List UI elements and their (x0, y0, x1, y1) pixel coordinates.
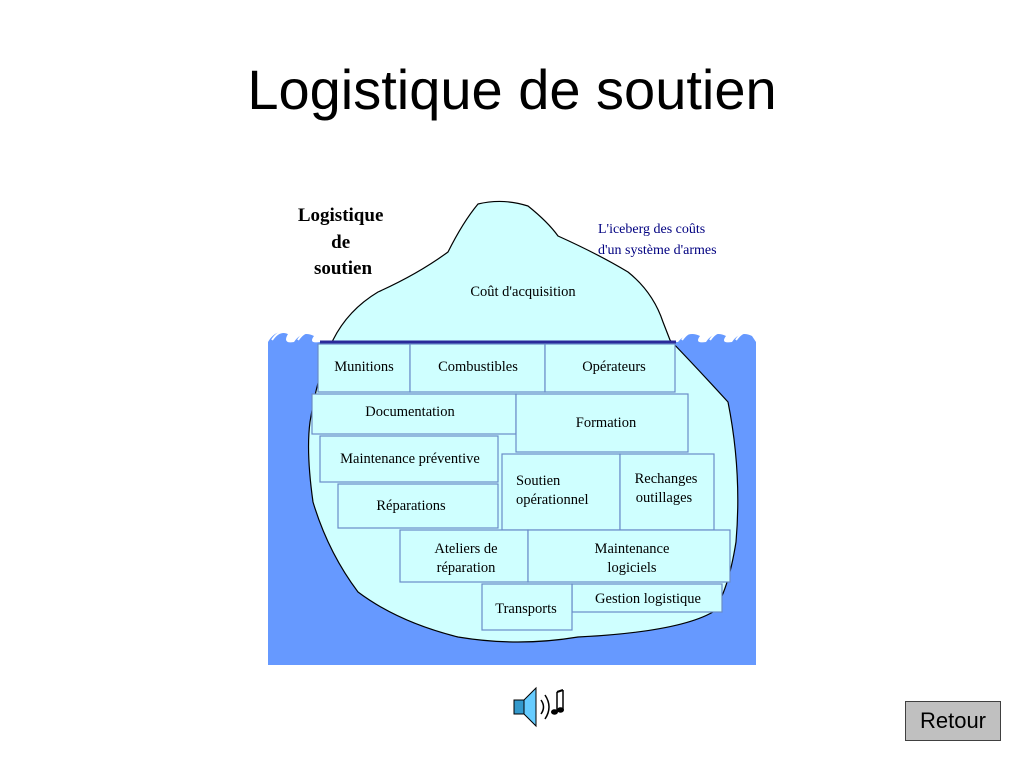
box-gestion-logistique: Gestion logistique (571, 583, 723, 613)
box-operateurs: Opérateurs (544, 343, 676, 393)
heading-line: de (331, 232, 350, 253)
wave-crests (271, 331, 755, 341)
retour-button[interactable]: Retour (905, 701, 1001, 741)
box-label: opérationnel (516, 492, 588, 508)
box-label: Maintenance (595, 541, 670, 557)
box-label: réparation (437, 560, 497, 576)
speaker-sound-icon[interactable] (508, 682, 570, 732)
box-label: outillages (636, 490, 693, 506)
box-combustibles: Combustibles (409, 343, 546, 393)
diagram-caption: L'iceberg des coûts d'un système d'armes (598, 222, 717, 258)
caption-line: L'iceberg des coûts (598, 222, 705, 237)
heading-line: soutien (314, 258, 373, 279)
box-label: Munitions (334, 359, 394, 375)
music-note-icon (551, 689, 564, 715)
caption-line: d'un système d'armes (598, 243, 717, 258)
slide-title: Logistique de soutien (247, 58, 777, 121)
box-label: Documentation (365, 404, 455, 420)
box-maintenance-logiciels: Maintenance logiciels (527, 529, 731, 583)
box-label: Combustibles (438, 359, 518, 375)
box-label: Maintenance préventive (340, 451, 480, 467)
box-documentation: Documentation (311, 393, 517, 435)
box-formation: Formation (515, 393, 689, 453)
box-ateliers-reparation: Ateliers de réparation (399, 529, 529, 583)
box-maintenance-preventive: Maintenance préventive (319, 435, 499, 483)
diagram-heading: Logistique de soutien (298, 205, 388, 279)
box-label: Formation (576, 415, 637, 431)
heading-line: Logistique (298, 205, 384, 226)
box-rechanges-outillages: Rechanges outillages (619, 453, 715, 531)
box-label: Ateliers de (434, 541, 497, 557)
box-label: Réparations (376, 498, 446, 514)
box-label: logiciels (607, 560, 656, 576)
iceberg-diagram: Logistique de soutien L'iceberg des coût… (268, 200, 756, 665)
box-transports: Transports (481, 583, 573, 631)
acquisition-cost-label: Coût d'acquisition (470, 284, 576, 300)
box-soutien-operationnel: Soutien opérationnel (501, 453, 621, 531)
box-munitions: Munitions (317, 343, 411, 393)
box-label: Gestion logistique (595, 591, 701, 607)
box-reparations: Réparations (337, 483, 499, 529)
box-label: Rechanges (635, 471, 698, 487)
box-label: Transports (495, 601, 557, 617)
box-label: Opérateurs (582, 359, 646, 375)
box-label: Soutien (516, 473, 561, 489)
